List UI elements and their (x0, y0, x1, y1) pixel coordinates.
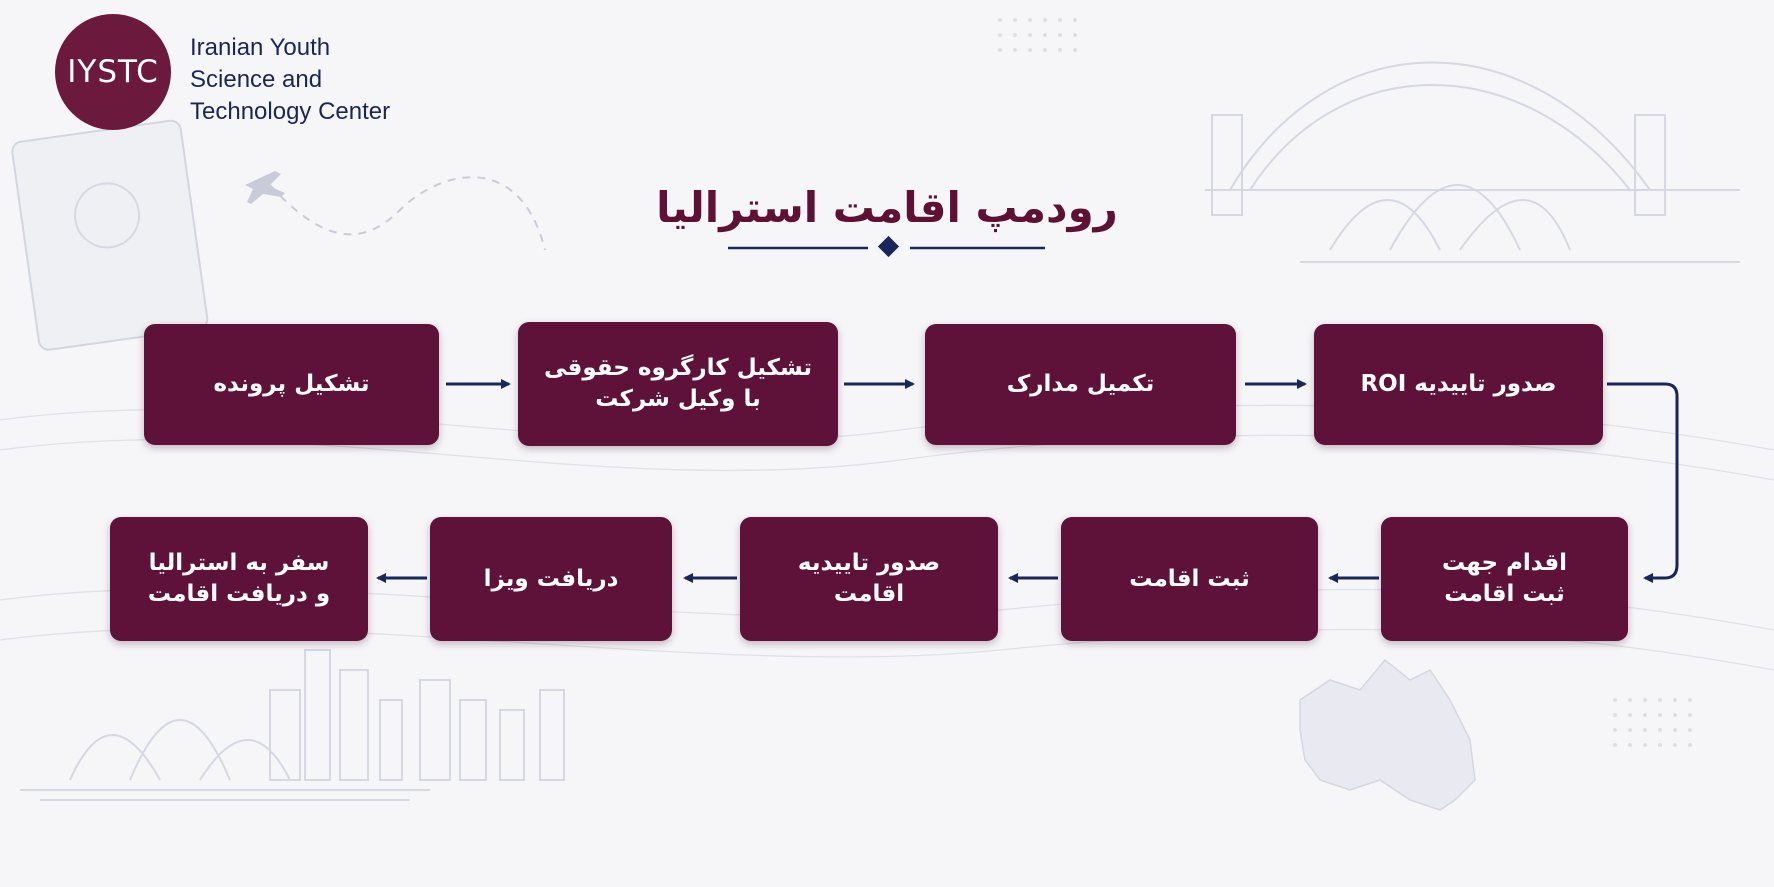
step-label: دریافت ویزا (483, 565, 619, 592)
step-travel-and-residency: سفر به استرالیا و دریافت اقامت (110, 517, 368, 641)
dot-grid (998, 18, 1692, 747)
logo-text: IYSTC (67, 54, 159, 90)
org-name-line: Technology Center (190, 98, 391, 125)
step-residency-approval: صدور تاییدیه اقامت (740, 517, 998, 641)
bridge-skyline (1205, 61, 1740, 263)
org-name-line: Science and (190, 66, 323, 93)
step-legal-workgroup: تشکیل کارگروه حقوقی با وکیل شرکت (518, 322, 838, 446)
step-label: تشکیل کارگروه حقوقی با وکیل شرکت (543, 355, 813, 412)
step-label: تشکیل پرونده (213, 371, 370, 397)
opera-skyline (20, 649, 565, 801)
step-label: ثبت اقامت (1129, 565, 1250, 592)
org-name: Iranian Youth Science and Technology Cen… (190, 32, 390, 128)
step-label: تکمیل مدارک (1006, 371, 1155, 397)
flight-path (269, 176, 546, 251)
step-file-creation: تشکیل پرونده (144, 324, 439, 445)
step-residency-application: اقدام جهت ثبت اقامت (1381, 517, 1628, 641)
plane-icon (245, 171, 285, 204)
org-name-line: Iranian Youth (190, 34, 331, 61)
australia-map (1299, 658, 1476, 811)
passport-icon (11, 119, 209, 351)
step-label: صدور تاییدیه ROI (1360, 371, 1557, 397)
step-complete-documents: تکمیل مدارک (925, 324, 1236, 445)
step-visa-receipt: دریافت ویزا (430, 517, 672, 641)
step-label: اقدام جهت ثبت اقامت (1441, 550, 1568, 607)
step-residency-registration: ثبت اقامت (1061, 517, 1318, 641)
step-label: صدور تاییدیه اقامت (797, 550, 941, 607)
step-roi-approval: صدور تاییدیه ROI (1314, 324, 1603, 445)
org-logo: IYSTC (55, 14, 171, 130)
step-label: سفر به استرالیا و دریافت اقامت (147, 550, 331, 607)
page-title: رودمپ اقامت استرالیا (656, 183, 1118, 232)
